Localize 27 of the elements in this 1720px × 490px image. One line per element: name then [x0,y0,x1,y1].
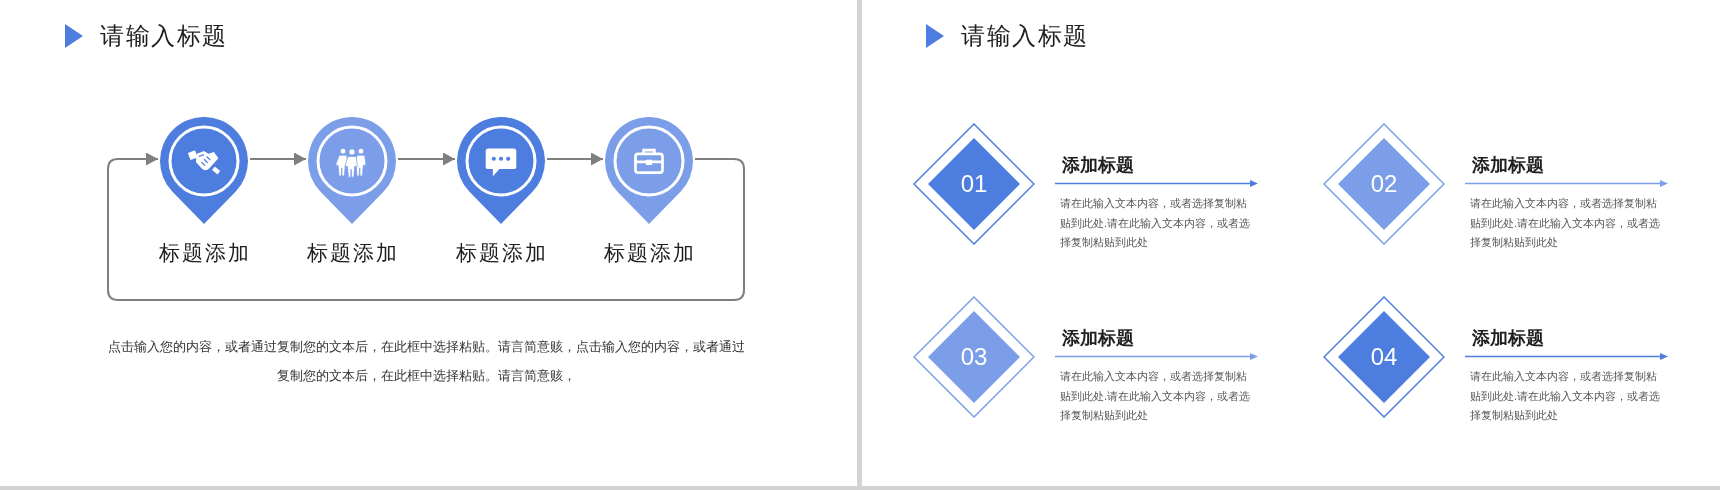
arrow [397,152,456,166]
step-number: 04 [1370,343,1398,371]
section-heading: 添加标题 [1472,327,1544,349]
arrow [249,152,307,166]
step-number: 01 [960,170,988,198]
diamond-badge [1323,296,1445,418]
arrow [546,152,604,166]
section-heading: 添加标题 [1062,327,1134,349]
body-text: 请在此输入文本内容，或者选择复制粘贴到此处.请在此输入文本内容，或者选择复制粘贴到此处 [1470,369,1662,423]
diamond-badge [913,123,1035,245]
pin-label: 标题添加 [158,240,251,266]
slide-title: 请输入标题 [100,21,228,51]
pin-label: 标题添加 [455,240,548,266]
body-text: 请在此输入文本内容，或者选择复制粘贴到此处.请在此输入文本内容，或者选择复制粘贴到此处 [1060,369,1252,423]
diamond-badge [1323,123,1445,245]
arrow [107,152,745,301]
description-text: 点击输入您的内容，或者通过复制您的文本后，在此框中选择粘贴。请言简意赅，点击输入您的内容，或者通过复制您的文本后，在此框中选择粘贴。请言简意赅， [106,338,746,385]
pin-label: 标题添加 [603,240,696,266]
section-heading: 添加标题 [1472,154,1544,176]
body-text: 请在此输入文本内容，或者选择复制粘贴到此处.请在此输入文本内容，或者选择复制粘贴到此处 [1470,196,1662,250]
section-heading: 添加标题 [1062,154,1134,176]
slide-title: 请输入标题 [961,21,1089,51]
step-number: 02 [1370,170,1398,198]
pin-label: 标题添加 [306,240,399,266]
body-text: 请在此输入文本内容，或者选择复制粘贴到此处.请在此输入文本内容，或者选择复制粘贴到此处 [1060,196,1252,250]
diamond-badge [913,296,1035,418]
step-number: 03 [960,343,988,371]
